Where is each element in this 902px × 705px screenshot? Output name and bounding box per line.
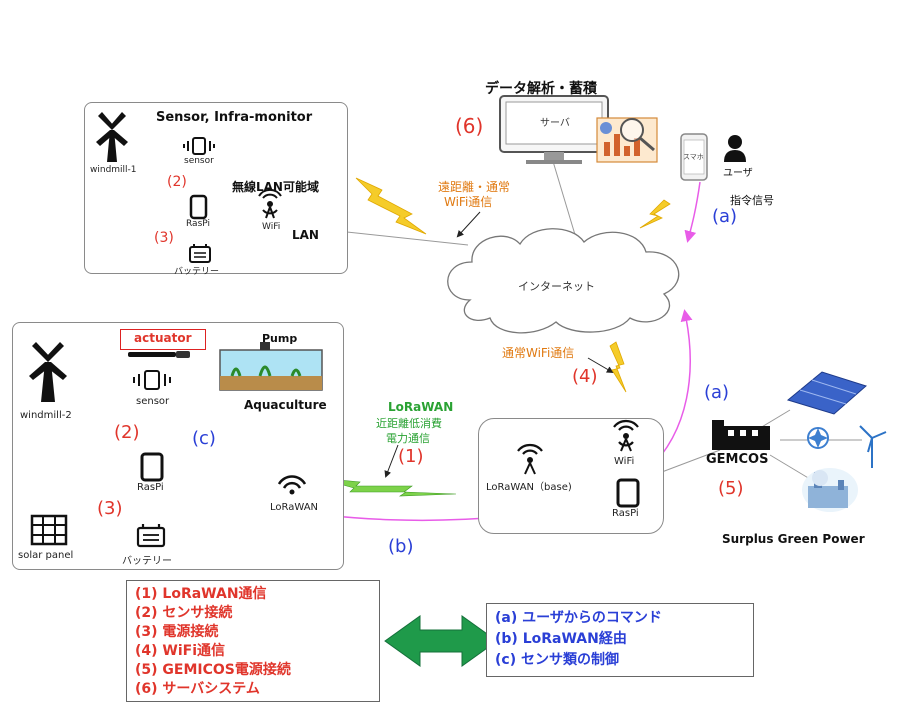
lora-link-line1: 近距離低消費 — [376, 417, 442, 430]
lightning-lora — [317, 477, 457, 497]
solar-label: solar panel — [18, 550, 74, 561]
aqua-c-label: (c) — [192, 428, 216, 449]
aquaculture-box — [12, 322, 344, 570]
arrow-lora — [384, 444, 399, 478]
pump-label: Pump — [262, 332, 298, 345]
legend-left-item: (2) センサ接続 — [135, 605, 233, 621]
legend-left-item: (5) GEMICOS電源接続 — [135, 662, 291, 678]
actuator-box — [120, 329, 206, 350]
wifi-long-line2: WiFi通信 — [444, 195, 493, 209]
sensor-infra-box — [84, 102, 348, 274]
sensor-1-label: sensor — [184, 156, 214, 166]
legend-left-item: (6) サーバシステム — [135, 681, 260, 697]
sensor-2-label: sensor — [136, 396, 170, 407]
b-label: (b) — [388, 536, 414, 557]
lora-link-num: (1) — [398, 446, 424, 467]
battery-2-label: バッテリー — [122, 556, 172, 567]
legend-left: (1) LoRaWAN通信 (2) センサ接続 (3) 電源接続 (4) WiF… — [126, 580, 380, 702]
aquaculture-label: Aquaculture — [244, 398, 327, 412]
arrow-wifi-long — [456, 211, 481, 238]
legend-left-item: (1) LoRaWAN通信 — [135, 586, 267, 602]
legend-left-item: (4) WiFi通信 — [135, 643, 226, 659]
legend-right-item: (c) センサ類の制御 — [495, 652, 619, 668]
lan-label: LAN — [292, 228, 319, 242]
user-label: ユーザ — [723, 168, 753, 179]
legend-right-item: (a) ユーザからのコマンド — [495, 610, 662, 626]
legend-double-arrow — [384, 615, 498, 667]
windmill-1-label: windmill-1 — [90, 165, 137, 175]
lorawan-2-label: LoRaWAN — [270, 502, 319, 513]
surplus-green-label: Surplus Green Power — [722, 532, 865, 546]
wifi-num4: (4) — [572, 366, 598, 387]
lora-link-line2: 電力通信 — [386, 432, 430, 445]
phone-label: スマホ — [683, 153, 704, 161]
lightning-wifi4 — [609, 341, 627, 393]
battery-1-label: バッテリー — [174, 267, 220, 277]
line-server-internet — [551, 157, 577, 239]
lightning-long — [355, 177, 427, 235]
user-a-label: (a) — [712, 206, 738, 227]
windmill-2-label: windmill-2 — [20, 410, 72, 421]
sensor-box-num2: (2) — [167, 174, 187, 190]
raspi-3-label: RasPi — [612, 508, 639, 519]
sensor-box-title: Sensor, Infra-monitor — [156, 110, 313, 125]
wlan-area-label: 無線LAN可能域 — [232, 180, 319, 194]
internet-label: インターネット — [518, 280, 595, 293]
line-factory-gemcos — [769, 454, 821, 486]
wifi-base-label: WiFi — [614, 456, 635, 467]
line-panel-gemcos — [759, 409, 791, 429]
server-label: サーバ — [540, 118, 570, 129]
aqua-num2: (2) — [114, 422, 140, 443]
lora-link-title: LoRaWAN — [388, 400, 454, 414]
raspi-2-label: RasPi — [137, 482, 164, 493]
internet-cloud — [447, 228, 680, 334]
gemcos-label: GEMCOS — [706, 452, 769, 467]
wifi-1-label: WiFi — [262, 222, 281, 232]
gemcos-a-label: (a) — [704, 382, 730, 403]
lora-base-label: LoRaWAN（base) — [486, 482, 572, 493]
raspi-1-label: RasPi — [186, 219, 210, 229]
legend-left-item: (3) 電源接続 — [135, 624, 219, 640]
command-label: 指令信号 — [730, 194, 774, 207]
legend-right-item: (b) LoRaWAN経由 — [495, 631, 627, 647]
server-title: データ解析・蓄積 — [485, 81, 597, 97]
gemcos-num: (5) — [718, 478, 744, 499]
aqua-num3: (3) — [97, 498, 123, 519]
sensor-box-num3: (3) — [154, 230, 174, 246]
base-station-box — [478, 418, 664, 534]
arrow-wifi-normal — [587, 357, 614, 374]
server-num: (6) — [455, 114, 484, 138]
legend-right: (a) ユーザからのコマンド (b) LoRaWAN経由 (c) センサ類の制御 — [486, 603, 754, 677]
wifi-long-line1: 遠距離・通常 — [438, 180, 511, 194]
actuator-label: actuator — [134, 331, 192, 345]
arrow-a-user — [684, 181, 701, 243]
lightning-user — [639, 199, 671, 229]
wifi-normal-label: 通常WiFi通信 — [502, 346, 575, 360]
